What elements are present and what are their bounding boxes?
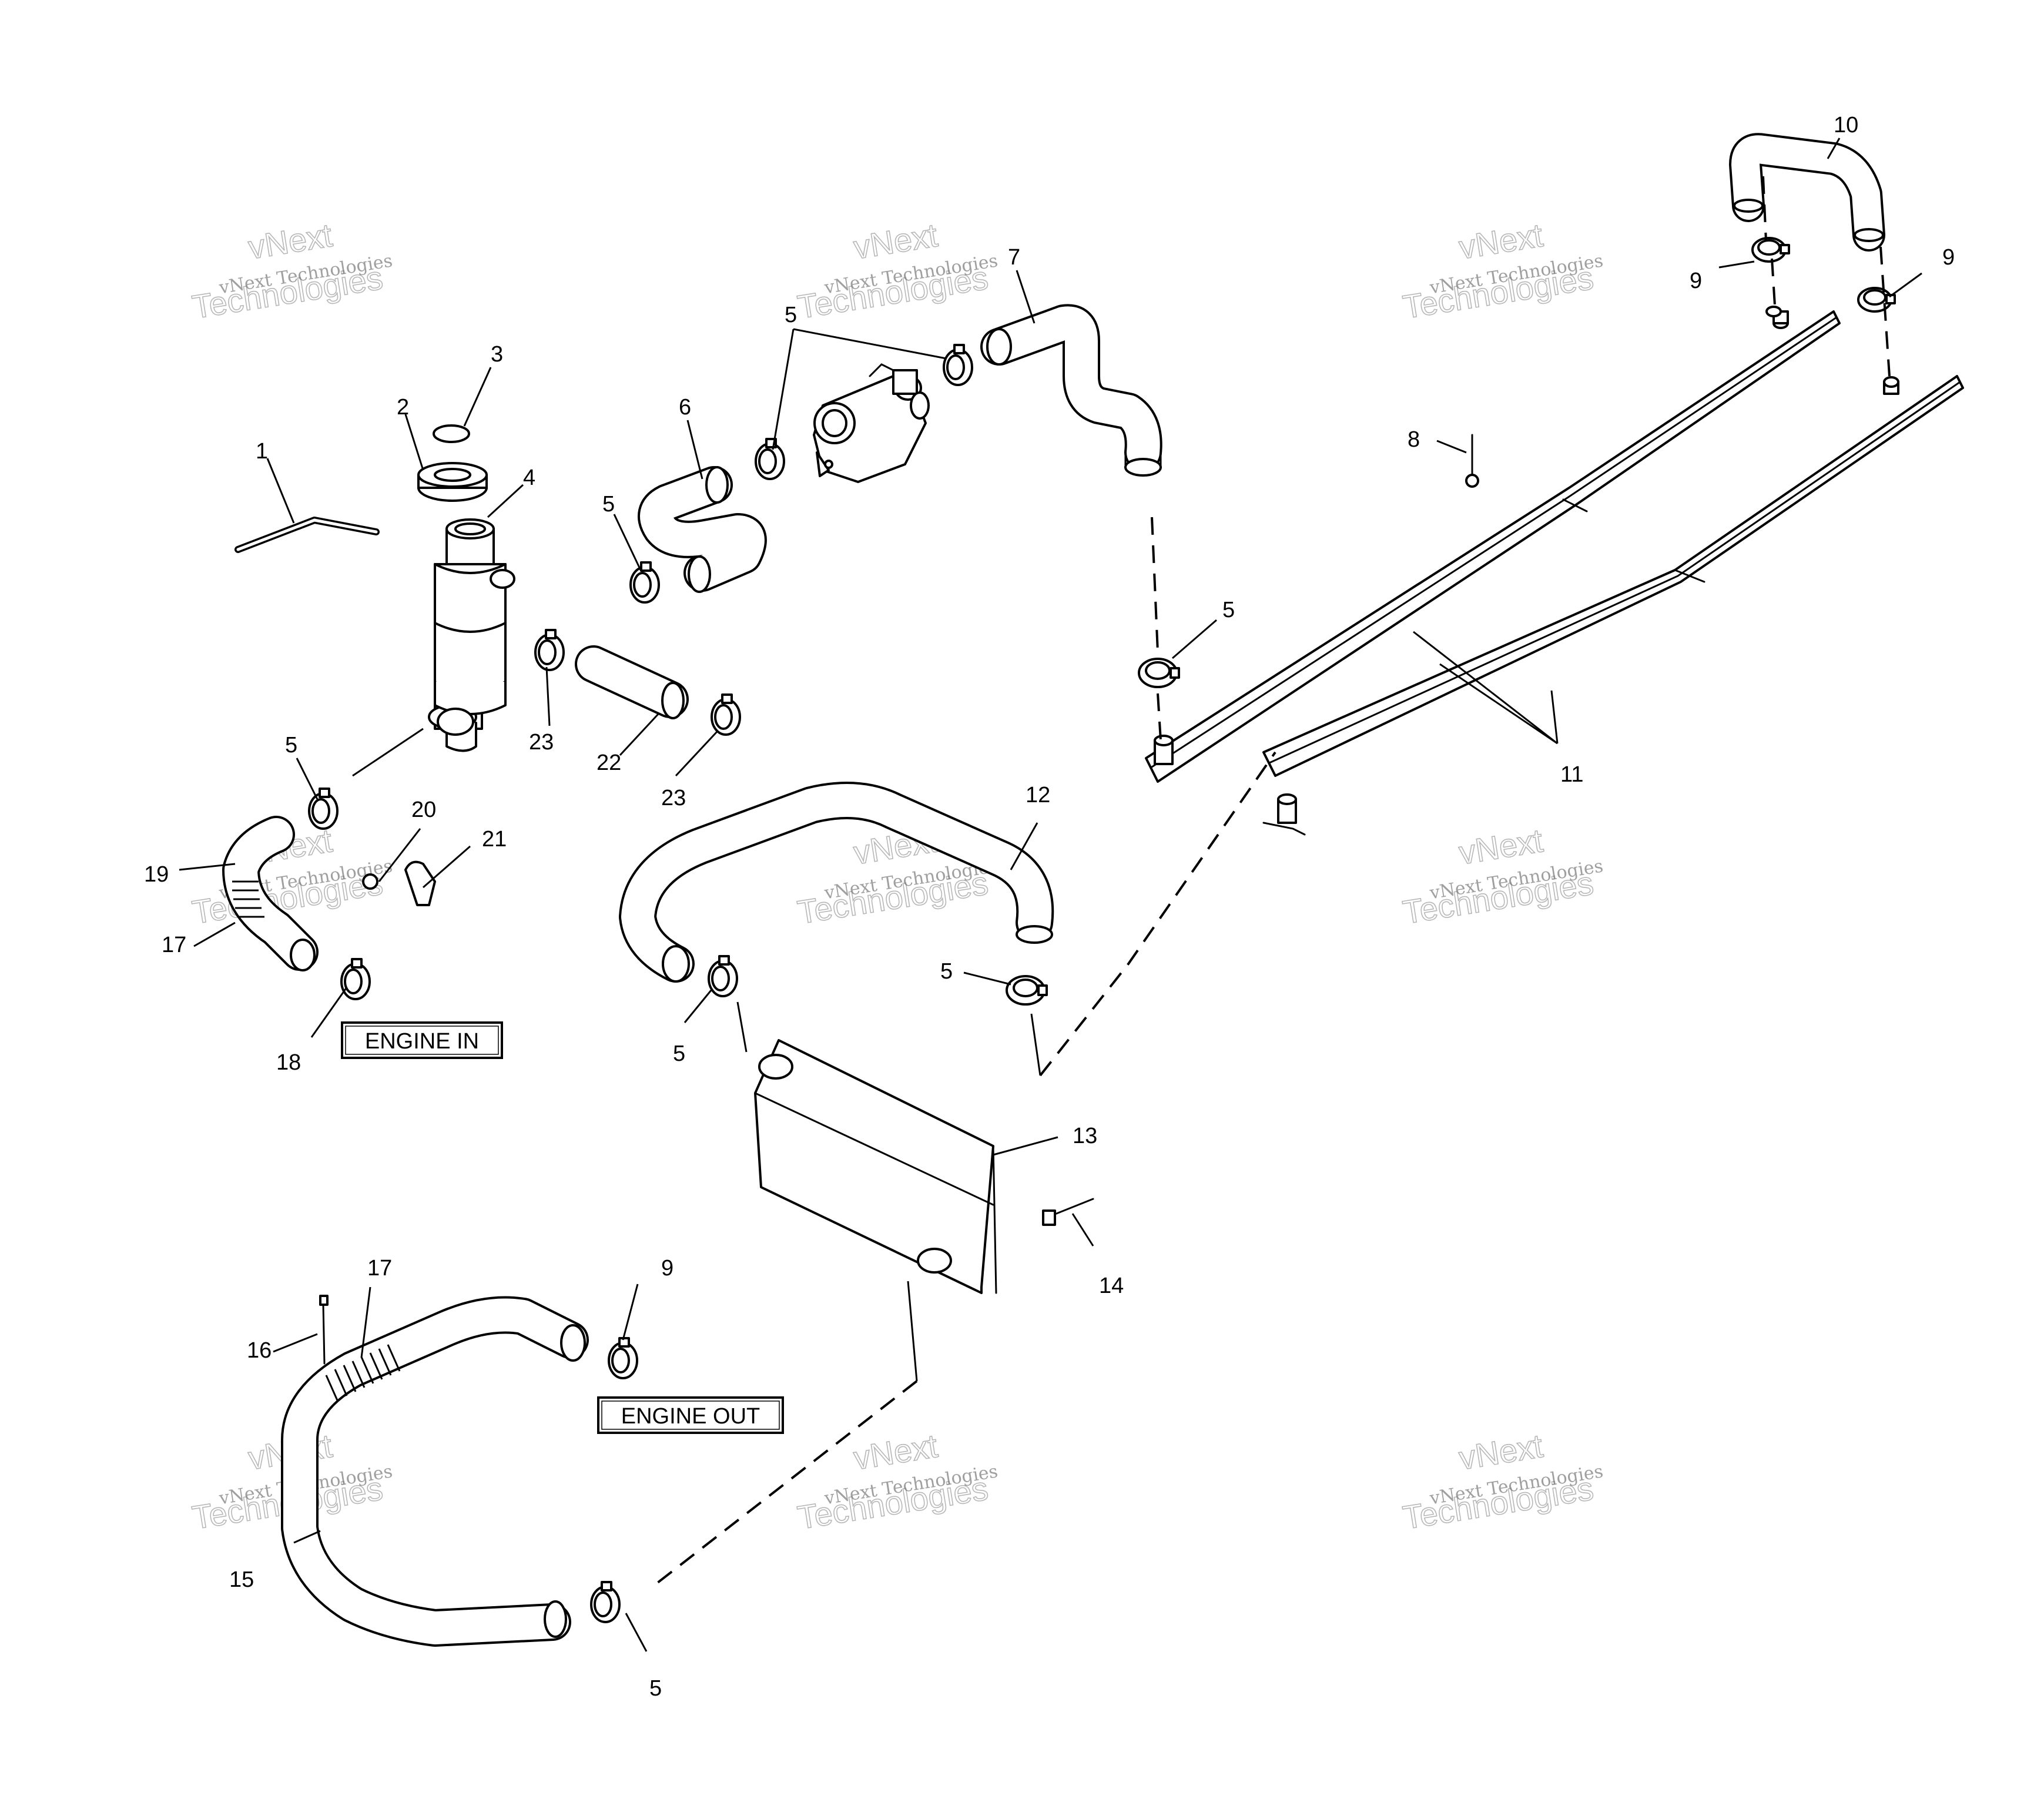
clamp: [755, 438, 785, 480]
engine-out-text: ENGINE OUT: [621, 1404, 760, 1429]
part-14-bolt: [1042, 1198, 1094, 1226]
watermark-text: vNext: [246, 216, 335, 266]
callout-9: 9: [1942, 245, 1955, 270]
callout-19: 19: [144, 862, 169, 887]
clamp: [708, 955, 738, 997]
thermostat-housing: [813, 363, 930, 483]
callout-11: 11: [1560, 762, 1583, 787]
watermark-text: vNext: [1456, 1427, 1546, 1477]
callout-8: 8: [1408, 427, 1420, 452]
callout-2: 2: [397, 395, 409, 420]
clamp: [1138, 658, 1180, 688]
callout-3: 3: [491, 342, 503, 367]
part-4-reservoir: [428, 518, 515, 752]
part-12-hose: [619, 782, 1054, 983]
callout-1: 1: [256, 439, 268, 464]
part-10-hose: [1729, 133, 1885, 252]
callout-5: 5: [1222, 598, 1235, 622]
callout-9: 9: [1690, 269, 1702, 293]
callout-14: 14: [1099, 1274, 1124, 1298]
callout-6: 6: [679, 395, 691, 420]
callout-15: 15: [229, 1567, 254, 1592]
part-2-cap: [417, 462, 488, 502]
part-20-clip: [362, 873, 378, 890]
part-13-heat-exchanger: [754, 1039, 997, 1294]
part-21-bracket: [404, 860, 436, 906]
callout-5: 5: [673, 1041, 685, 1066]
clamp: [1006, 975, 1048, 1006]
engine-in-text: ENGINE IN: [365, 1029, 479, 1054]
callout-5: 5: [649, 1676, 662, 1701]
part-6-hose: [638, 466, 767, 593]
callout-5: 5: [602, 492, 615, 517]
callout-18: 18: [276, 1050, 301, 1075]
watermark: vNext Technologies vNext Technologies: [795, 1426, 999, 1536]
callout-23: 23: [661, 786, 686, 810]
watermark-text: vNext: [1456, 216, 1546, 266]
clamp: [608, 1337, 638, 1379]
callout-5: 5: [785, 303, 797, 327]
watermark: vNext Technologies vNext Technologies: [795, 216, 999, 326]
clamp: [943, 344, 973, 386]
callout-12: 12: [1026, 783, 1050, 807]
callout-17: 17: [162, 933, 186, 957]
engine-in-label: ENGINE IN: [341, 1021, 503, 1059]
leader-lines: [179, 138, 1922, 1652]
callout-17: 17: [367, 1256, 392, 1281]
clamp: [1751, 237, 1790, 263]
clamp: [629, 561, 660, 604]
callout-5: 5: [285, 733, 297, 758]
clamp: [590, 1581, 621, 1623]
callout-10: 10: [1834, 113, 1858, 138]
part-7-hose: [980, 304, 1162, 477]
watermark: vNext Technologies vNext Technologies: [1400, 216, 1604, 326]
callout-23: 23: [529, 730, 554, 755]
watermark-text: vNext: [1456, 822, 1546, 872]
callout-4: 4: [523, 465, 535, 490]
connection-lines: [352, 176, 1891, 1588]
callout-16: 16: [247, 1338, 272, 1363]
callout-20: 20: [411, 798, 436, 822]
callout-numbers: 1 2 3 4 5 5 5 5 5 5 5 6 7 8 9 9 9 10 11 …: [144, 113, 1955, 1701]
clamp: [1857, 287, 1896, 313]
part-22-hose: [575, 645, 689, 719]
part-3-oring: [433, 424, 470, 443]
watermark: vNext Technologies vNext Technologies: [1400, 821, 1604, 931]
watermark: vNext Technologies vNext Technologies: [189, 216, 394, 326]
part-8-bolt: [1465, 434, 1479, 488]
clamp-group: [308, 237, 1896, 1623]
clamp: [308, 788, 339, 830]
callout-13: 13: [1073, 1124, 1097, 1148]
part-15-hose: [281, 1296, 589, 1647]
clamp: [534, 629, 565, 671]
part-1-rod: [234, 517, 380, 553]
part-11-rails: [1145, 306, 1964, 836]
part-16-tie: [319, 1295, 329, 1365]
callout-9: 9: [661, 1256, 673, 1281]
part-19-hose: [222, 816, 319, 971]
clamp: [711, 693, 741, 736]
callout-21: 21: [482, 827, 507, 852]
watermark-text: vNext: [851, 216, 940, 266]
engine-out-label: ENGINE OUT: [597, 1396, 784, 1434]
watermark: vNext Technologies vNext Technologies: [1400, 1426, 1604, 1536]
callout-7: 7: [1008, 245, 1020, 270]
callout-22: 22: [597, 750, 621, 775]
watermark-text: vNext: [851, 1427, 940, 1477]
clamp: [340, 958, 371, 1000]
callout-5: 5: [940, 959, 953, 984]
